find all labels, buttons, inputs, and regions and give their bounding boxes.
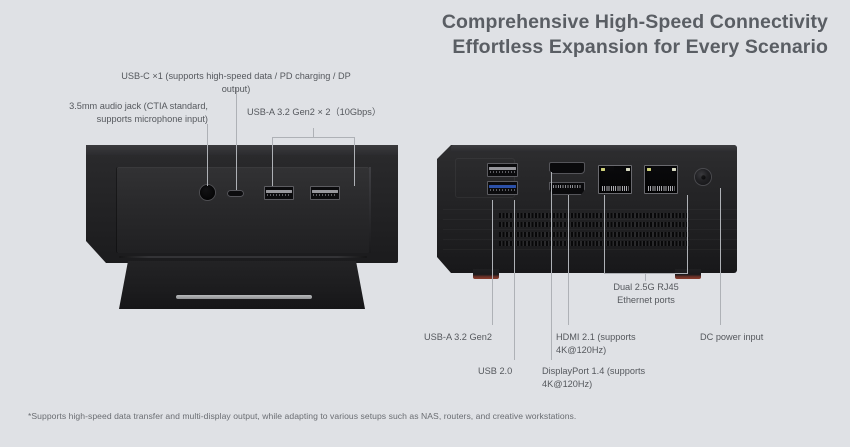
title-line-2: Effortless Expansion for Every Scenario bbox=[452, 35, 828, 58]
port-usb-2-0[interactable] bbox=[487, 181, 518, 195]
port-audio-jack[interactable] bbox=[200, 185, 215, 200]
leader-stem-usb-a-front bbox=[313, 128, 314, 138]
vent-row bbox=[499, 240, 689, 246]
port-usb-a-front-2[interactable] bbox=[310, 186, 340, 200]
label-audio-jack: 3.5mm audio jack (CTIA standard, support… bbox=[69, 101, 208, 124]
rear-chassis-inset-panel bbox=[455, 158, 515, 198]
leader-bracket-ethernet bbox=[604, 273, 688, 274]
label-displayport: DisplayPort 1.4 (supports 4K@120Hz) bbox=[542, 366, 646, 389]
leader-line-hdmi bbox=[568, 195, 569, 325]
label-ethernet: Dual 2.5G RJ45 Ethernet ports bbox=[613, 282, 679, 305]
port-usb-a-rear[interactable] bbox=[487, 163, 518, 177]
label-hdmi: HDMI 2.1 (supports 4K@120Hz) bbox=[556, 332, 636, 355]
leader-line-usb-a-front-1 bbox=[272, 137, 273, 186]
port-displayport[interactable] bbox=[549, 162, 585, 174]
front-chassis-top-highlight bbox=[86, 145, 398, 155]
port-dc-power[interactable] bbox=[695, 169, 711, 185]
hdmi-contacts bbox=[553, 185, 581, 188]
stand-accent-strip bbox=[176, 295, 312, 299]
leader-stem-ethernet bbox=[645, 273, 646, 281]
ventilation-grille bbox=[499, 213, 689, 246]
usb-a-tongue bbox=[489, 167, 516, 170]
port-hdmi[interactable] bbox=[549, 182, 585, 195]
port-ethernet-1[interactable] bbox=[598, 165, 632, 194]
leader-line-audio-jack bbox=[207, 124, 208, 186]
rj45-contacts bbox=[647, 186, 675, 191]
rj45-led-activity bbox=[646, 167, 651, 171]
rear-chassis-top-edge bbox=[451, 145, 737, 152]
label-dc-power: DC power input bbox=[700, 332, 764, 342]
usb-a-contacts bbox=[313, 193, 337, 196]
rj45-led-activity bbox=[600, 167, 605, 171]
usb-2-contacts bbox=[490, 188, 515, 191]
title-line-1: Comprehensive High-Speed Connectivity bbox=[441, 11, 828, 33]
rj45-led-link bbox=[671, 167, 676, 171]
label-usb-a-front: USB-A 3.2 Gen2 × 2（10Gbps） bbox=[246, 107, 382, 117]
port-ethernet-2[interactable] bbox=[644, 165, 678, 194]
device-foot-left bbox=[473, 269, 499, 279]
port-usb-c[interactable] bbox=[227, 190, 244, 197]
usb-a-tongue bbox=[312, 190, 338, 193]
vent-row bbox=[499, 231, 689, 237]
usb-a-contacts bbox=[267, 193, 291, 196]
label-usb-a-rear: USB-A 3.2 Gen2 bbox=[424, 332, 492, 342]
usb-a-tongue bbox=[266, 190, 292, 193]
label-usb-2-0: USB 2.0 bbox=[478, 366, 513, 376]
usb-a-contacts bbox=[490, 170, 515, 173]
leader-line-ethernet-1 bbox=[604, 195, 605, 273]
rj45-latch-notch bbox=[605, 166, 614, 171]
leader-line-ethernet-2 bbox=[687, 195, 688, 273]
rj45-led-link bbox=[625, 167, 630, 171]
page-title: Comprehensive High-Speed Connectivity Ef… bbox=[442, 10, 828, 59]
leader-line-displayport bbox=[551, 172, 552, 360]
device-rear-view bbox=[437, 145, 737, 285]
port-usb-a-front-1[interactable] bbox=[264, 186, 294, 200]
leader-line-usb-2-0 bbox=[514, 200, 515, 360]
leader-line-usb-a-rear bbox=[492, 200, 493, 325]
device-stand bbox=[119, 261, 365, 309]
rj45-latch-notch bbox=[651, 166, 660, 171]
footnote: *Supports high-speed data transfer and m… bbox=[28, 411, 577, 421]
rj45-contacts bbox=[601, 186, 629, 191]
device-foot-right bbox=[675, 269, 701, 279]
leader-line-usb-c bbox=[236, 88, 237, 190]
label-usb-c: USB-C ×1 (supports high-speed data / PD … bbox=[121, 71, 351, 94]
leader-line-usb-a-front-2 bbox=[354, 137, 355, 186]
vent-row bbox=[499, 222, 689, 228]
vent-row bbox=[499, 213, 689, 218]
leader-line-dc-power bbox=[720, 188, 721, 325]
device-front-view bbox=[86, 145, 398, 310]
usb-2-tongue bbox=[489, 185, 516, 188]
front-io-panel bbox=[117, 167, 369, 253]
front-io-panel-edge bbox=[369, 167, 371, 253]
front-chassis-seam bbox=[119, 256, 367, 258]
